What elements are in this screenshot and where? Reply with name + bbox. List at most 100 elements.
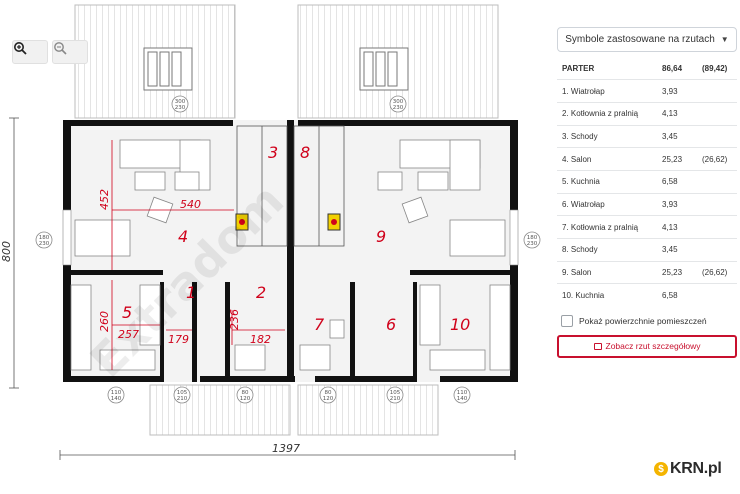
room-name: 3. Schody [557,124,662,148]
room-number-8: 8 [300,143,310,162]
room-area-alt [702,283,737,307]
room-name: 6. Wiatrołap [557,192,662,216]
opening-label: 300 [175,99,186,105]
symbols-dropdown[interactable]: Symbole zastosowane na rzutach ▼ [557,27,737,52]
room-area: 6,58 [662,283,702,307]
room-area: 25,23 [662,147,702,171]
room-area-alt [702,215,737,239]
floor-name: PARTER [562,63,595,73]
dim-257: 257 [118,328,139,341]
table-row: 4. Salon 25,23 (26,62) [557,147,737,171]
opening-label: 180 [527,235,538,241]
room-number-1: 1 [186,283,196,302]
floor-plan-drawing: Extradom 4 3 8 9 5 1 2 7 6 10 1397 800 5… [0,4,541,460]
show-areas-toggle[interactable]: Pokaż powierzchnie pomieszczeń [557,314,737,327]
floor-area-alt: (89,42) [702,63,728,73]
opening-label: 80 [325,390,332,396]
table-row: 9. Salon 25,23 (26,62) [557,260,737,284]
detailed-plan-label: Zobacz rzut szczegółowy [605,341,701,352]
room-area-alt [702,101,737,126]
dim-total-width: 1397 [272,442,300,455]
opening-label: 110 [111,390,122,396]
room-area-alt [702,124,737,148]
rooms-table: PARTER 86,64 (89,42) 1. Wiatrołap 3,93 2… [557,57,737,307]
table-row: 10. Kuchnia 6,58 [557,283,737,307]
room-name: 9. Salon [557,260,662,284]
opening-label: 230 [39,241,50,247]
room-area: 3,93 [662,192,702,216]
room-area: 3,45 [662,124,702,148]
room-number-5: 5 [122,303,132,322]
room-list-panel: Symbole zastosowane na rzutach ▼ PARTER … [557,27,737,358]
room-area-alt: (26,62) [702,260,737,284]
room-name: 2. Kotłownia z pralnią [557,101,662,126]
room-area: 3,45 [662,238,702,262]
room-number-9: 9 [376,227,386,246]
table-row: 8. Schody 3,45 [557,238,737,262]
table-row: 5. Kuchnia 6,58 [557,169,737,194]
dim-540: 540 [180,198,201,211]
logo-text: KRN.pl [670,460,722,477]
room-name: 10. Kuchnia [557,283,662,307]
show-areas-label: Pokaż powierzchnie pomieszczeń [579,315,707,326]
room-number-10: 10 [450,315,470,334]
opening-label: 230 [527,241,538,247]
room-name: 5. Kuchnia [557,169,662,194]
room-area-alt [702,238,737,262]
opening-label: 230 [175,105,186,111]
floor-plan[interactable]: Extradom 4 3 8 9 5 1 2 7 6 10 1397 800 5… [0,0,545,494]
opening-label: 120 [323,396,334,402]
coin-icon: $ [654,462,668,476]
zoom-in-button[interactable] [12,40,48,64]
zoom-out-icon [54,42,67,55]
opening-label: 105 [177,390,188,396]
dim-total-height: 800 [0,241,13,262]
room-area-alt [702,79,737,103]
room-area: 6,58 [662,169,702,194]
zoom-in-icon [14,42,27,55]
dim-182: 182 [250,333,271,346]
chevron-down-icon: ▼ [720,35,729,44]
table-header-row: PARTER 86,64 (89,42) [557,57,737,80]
room-number-4: 4 [178,227,188,246]
room-name: 1. Wiatrołap [557,79,662,103]
dim-260: 260 [98,311,111,332]
opening-label: 105 [390,390,401,396]
image-icon [593,342,602,350]
opening-label: 80 [242,390,249,396]
room-number-3: 3 [268,143,278,162]
table-row: 7. Kotłownia z pralnią 4,13 [557,215,737,239]
table-row: 3. Schody 3,45 [557,124,737,148]
room-name: 8. Schody [557,238,662,262]
detailed-plan-button[interactable]: Zobacz rzut szczegółowy [557,334,737,358]
zoom-out-button[interactable] [52,40,88,64]
opening-label: 180 [39,235,50,241]
floor-area: 86,64 [662,63,683,73]
show-areas-checkbox[interactable] [561,314,573,327]
room-area: 25,23 [662,260,702,284]
opening-label: 120 [240,396,251,402]
dim-452: 452 [98,189,111,210]
opening-label: 300 [393,99,404,105]
table-row: 2. Kotłownia z pralnią 4,13 [557,101,737,126]
opening-label: 140 [111,396,122,402]
room-name: 7. Kotłownia z pralnią [557,215,662,239]
table-row: 1. Wiatrołap 3,93 [557,79,737,103]
site-logo[interactable]: $ KRN.pl [654,460,722,478]
room-area-alt: (26,62) [702,147,737,171]
room-name: 4. Salon [557,147,662,171]
room-area: 3,93 [662,79,702,103]
symbols-dropdown-label: Symbole zastosowane na rzutach [565,34,715,45]
opening-label: 210 [177,396,188,402]
opening-label: 210 [390,396,401,402]
room-number-2: 2 [256,283,266,302]
table-row: 6. Wiatrołap 3,93 [557,192,737,216]
dim-179: 179 [168,333,189,346]
room-number-7: 7 [314,315,325,334]
room-area-alt [702,169,737,194]
room-area: 4,13 [662,215,702,239]
room-number-6: 6 [386,315,396,334]
room-area-alt [702,192,737,216]
opening-label: 140 [457,396,468,402]
opening-label: 110 [457,390,468,396]
